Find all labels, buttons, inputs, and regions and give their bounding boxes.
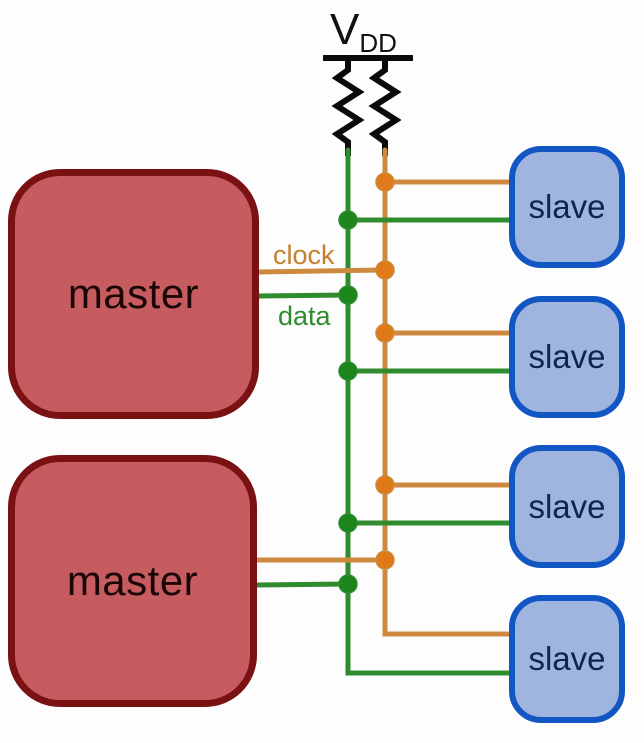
slave-block-1: slave <box>509 146 625 268</box>
clock-junction-slave3 <box>375 475 395 495</box>
clock-bus <box>382 147 515 637</box>
slave-block-4: slave <box>509 595 625 723</box>
slave-block-3: slave <box>509 445 625 568</box>
slave-block-1-label: slave <box>528 188 606 225</box>
pullup-resistor-data <box>331 58 365 156</box>
pullup-resistor-clock <box>368 58 402 156</box>
vdd-label-subscript: DD <box>359 28 397 58</box>
clock-junction-slave2 <box>375 323 395 343</box>
data-junction-slave2 <box>338 361 358 381</box>
master-block-1-label: master <box>67 270 200 317</box>
slave-block-2-label: slave <box>528 338 606 375</box>
data-junction-slave1 <box>338 210 358 230</box>
clock-net-label: clock <box>273 240 335 270</box>
vdd-label-main: V <box>330 5 360 54</box>
clock-branch-master1 <box>255 267 388 275</box>
data-junction-master1 <box>338 285 358 305</box>
clock-junction-slave1 <box>375 172 395 192</box>
clock-junction-master2 <box>375 550 395 570</box>
data-junction-slave3 <box>338 513 358 533</box>
data-branch-master2 <box>253 581 351 588</box>
data-net-label: data <box>278 301 331 331</box>
slave-block-3-label: slave <box>528 487 606 525</box>
slave-block-4-label: slave <box>528 640 606 677</box>
vdd-label: VDD <box>330 5 397 58</box>
master-block-2-label: master <box>66 557 199 604</box>
data-bus <box>345 147 515 676</box>
data-junction-master2 <box>338 574 358 594</box>
master-block-1: master <box>8 169 259 419</box>
slave-block-2: slave <box>509 296 625 418</box>
clock-junction-master1 <box>375 260 395 280</box>
master-block-2: master <box>8 455 257 707</box>
data-branch-master1 <box>255 292 351 299</box>
